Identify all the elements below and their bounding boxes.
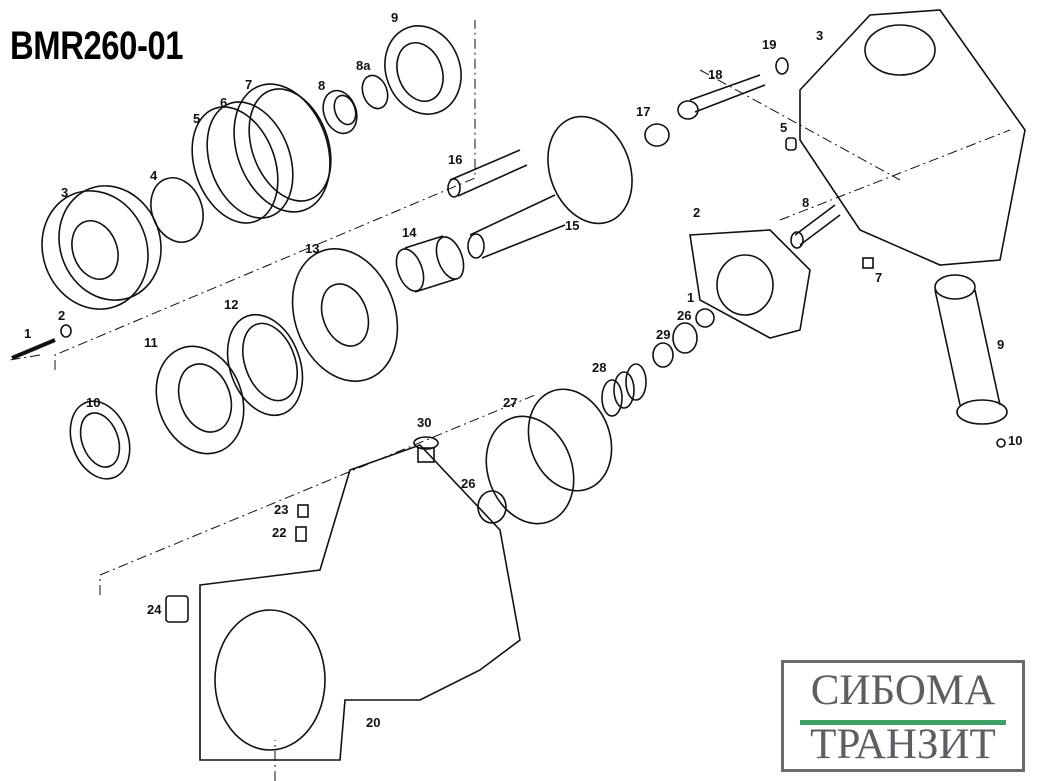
part-bolt-1	[11, 338, 56, 360]
part-plug-23	[297, 504, 309, 518]
part-label: 3	[61, 185, 69, 200]
part-label: 26	[677, 308, 692, 323]
part-washer-2	[60, 324, 72, 338]
part-label: 19	[762, 37, 777, 52]
part-bearing-13	[291, 248, 399, 382]
part-ring-26	[672, 322, 698, 354]
part-pin-7	[862, 257, 874, 269]
part-plug-30	[413, 436, 439, 463]
part-label: 2	[693, 205, 701, 220]
part-sleeve-14	[395, 235, 465, 293]
part-label: 27	[503, 395, 518, 410]
part-ring-6	[206, 101, 294, 219]
part-housing-20	[199, 444, 521, 761]
part-ring-26b	[477, 490, 507, 524]
part-label: 14	[402, 225, 417, 240]
part-label: 13	[305, 241, 320, 256]
part-label: 2	[58, 308, 66, 323]
logo-line-1: СИБОМА	[810, 667, 996, 714]
part-label: 12	[224, 297, 239, 312]
part-label: 23	[274, 502, 289, 517]
part-label: 8	[318, 78, 326, 93]
part-label: 8a	[356, 58, 371, 73]
part-label: 9	[997, 337, 1005, 352]
part-label: 7	[245, 77, 253, 92]
part-cylinder-27	[485, 388, 613, 525]
part-gasket-24	[165, 595, 189, 623]
part-label: 18	[708, 67, 723, 82]
part-plate-12	[226, 313, 304, 417]
part-pin-5	[785, 137, 797, 151]
part-bearing-9	[384, 25, 462, 115]
part-flange-11	[155, 345, 245, 455]
part-washer-29	[652, 342, 674, 368]
part-housing-3	[799, 9, 1026, 266]
part-label: 1	[24, 326, 32, 341]
part-bushing-1	[695, 308, 715, 328]
part-label: 16	[448, 152, 463, 167]
part-piston-17	[644, 123, 670, 147]
part-cover-3	[41, 185, 162, 310]
part-plug-22	[295, 526, 307, 542]
part-label: 9	[391, 10, 399, 25]
part-ring-19	[775, 57, 789, 75]
part-seal-7	[233, 83, 332, 213]
part-label: 8	[802, 195, 810, 210]
part-pin-8	[790, 204, 841, 249]
page-title: BMR260-01	[10, 24, 184, 68]
logo-divider	[800, 720, 1006, 725]
part-label: 22	[272, 525, 287, 540]
part-shaft-15	[467, 115, 633, 259]
part-ring-5	[191, 106, 279, 224]
part-label: 28	[592, 360, 607, 375]
part-plug-10	[996, 438, 1006, 448]
part-label: 10	[86, 395, 101, 410]
part-label: 15	[565, 218, 580, 233]
part-bushing-8	[322, 89, 358, 135]
part-plate-2	[689, 229, 811, 339]
part-ring-8a	[361, 74, 389, 110]
part-sleeve-10	[69, 400, 131, 480]
part-label: 29	[656, 327, 671, 342]
logo-line-2: ТРАНЗИТ	[810, 721, 996, 768]
part-spring-28	[601, 363, 647, 417]
part-label: 4	[150, 168, 158, 183]
part-label: 10	[1008, 433, 1023, 448]
part-label: 17	[636, 104, 651, 119]
part-piston-16	[447, 149, 528, 198]
part-label: 1	[687, 290, 695, 305]
part-tube-9	[934, 274, 1008, 425]
part-label: 11	[144, 335, 158, 350]
part-label: 6	[220, 95, 228, 110]
company-logo: СИБОМА ТРАНЗИТ	[781, 660, 1025, 772]
part-label: 26	[461, 476, 476, 491]
part-label: 24	[147, 602, 162, 617]
part-label: 20	[366, 715, 381, 730]
part-label: 3	[816, 28, 824, 43]
part-label: 30	[417, 415, 432, 430]
part-label: 5	[193, 111, 201, 126]
part-label: 7	[875, 270, 883, 285]
part-pin-18	[677, 74, 766, 120]
part-label: 5	[780, 120, 788, 135]
